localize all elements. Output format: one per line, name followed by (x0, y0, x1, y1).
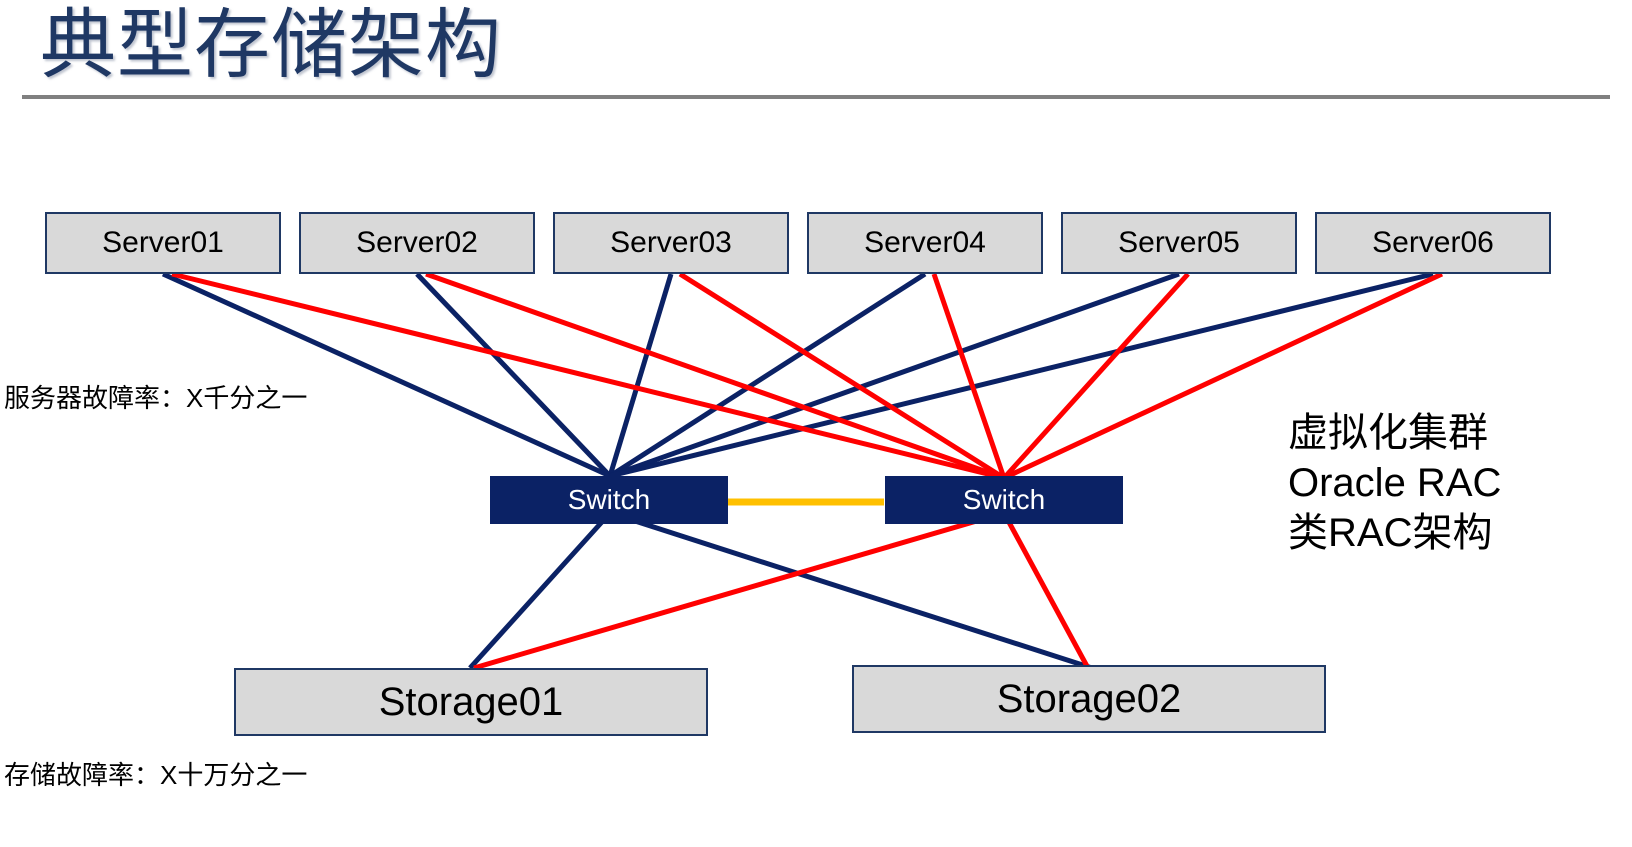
link-switch-right-storage02 (1001, 511, 1091, 670)
server-box-06[interactable]: Server06 (1315, 212, 1551, 274)
storage-label: Storage02 (996, 676, 1182, 721)
link-switch-right-storage01 (473, 510, 1005, 671)
link-server05-switch-left (609, 271, 1180, 479)
link-server06-switch-left (609, 271, 1434, 479)
server-box-05[interactable]: Server05 (1061, 212, 1297, 274)
server-box-04[interactable]: Server04 (807, 212, 1043, 274)
server-failure-rate-note: 服务器故障率：X千分之一 (4, 383, 308, 413)
link-server05-switch-right (1002, 272, 1190, 480)
cluster-note-line-3: 类RAC架构 (1288, 511, 1493, 555)
page-title: 典型存储架构 (40, 3, 502, 88)
server-box-03[interactable]: Server03 (553, 212, 789, 274)
storage-box-02[interactable]: Storage02 (852, 665, 1326, 733)
link-server02-switch-left (415, 272, 612, 478)
link-server02-switch-right (425, 271, 1005, 481)
switch-box-right[interactable]: Switch (885, 476, 1123, 524)
server-to-left-switch-links (161, 271, 1434, 479)
right-switch-to-storage-links (473, 510, 1091, 671)
link-server04-switch-left (608, 271, 927, 479)
server-label: Server04 (864, 226, 986, 259)
storage-label: Storage01 (378, 679, 564, 724)
cluster-note-line-1: 虚拟化集群 (1288, 411, 1488, 455)
link-server04-switch-right (931, 273, 1007, 479)
storage-failure-rate-note: 存储故障率：X十万分之一 (4, 760, 308, 790)
switch-label: Switch (962, 484, 1046, 515)
server-to-right-switch-links (171, 271, 1444, 481)
cluster-architecture-note: 虚拟化集群 Oracle RAC 类RAC架构 (1288, 408, 1501, 558)
storage-box-01[interactable]: Storage01 (234, 668, 708, 736)
left-switch-to-storage-links (468, 510, 1093, 671)
server-label: Server01 (102, 226, 224, 259)
link-server01-switch-right (171, 271, 1005, 481)
title-divider (22, 95, 1610, 99)
link-server03-switch-right (678, 271, 1006, 481)
server-label: Server06 (1372, 226, 1494, 259)
link-switch-left-storage01 (468, 511, 612, 670)
link-server01-switch-left (161, 271, 612, 479)
server-label: Server05 (1118, 226, 1240, 259)
link-server06-switch-right (1002, 271, 1444, 481)
server-box-02[interactable]: Server02 (299, 212, 535, 274)
cluster-note-line-2: Oracle RAC (1288, 461, 1502, 505)
switch-label: Switch (567, 484, 651, 515)
link-server03-switch-left (607, 273, 674, 477)
server-label: Server03 (610, 226, 732, 259)
server-box-01[interactable]: Server01 (45, 212, 281, 274)
switch-box-left[interactable]: Switch (490, 476, 728, 524)
server-label: Server02 (356, 226, 478, 259)
link-switch-left-storage02 (609, 510, 1093, 671)
